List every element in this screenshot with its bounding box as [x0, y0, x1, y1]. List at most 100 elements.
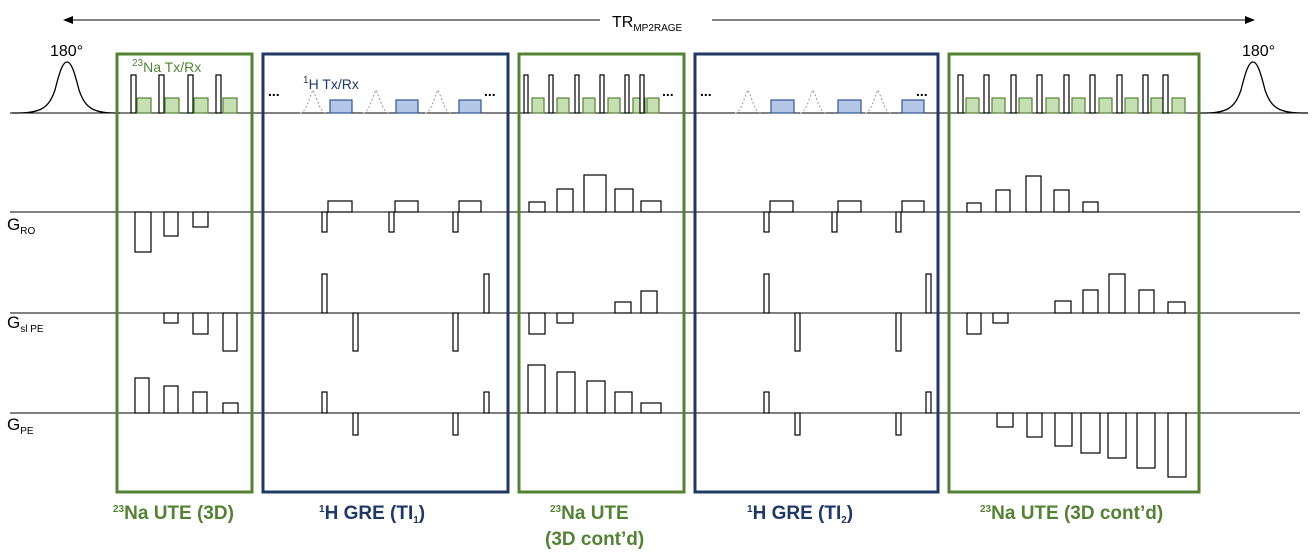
pe-lobe — [483, 391, 490, 414]
ro-lobe — [769, 200, 794, 213]
pe-lobe — [192, 391, 208, 414]
rf-hard-pulse — [548, 74, 554, 114]
rf-hard-pulse — [624, 74, 630, 114]
rf-hard-pulse — [1010, 74, 1017, 114]
sl-lobe — [352, 312, 359, 352]
pe-lobe — [1167, 412, 1187, 478]
pe-lobe — [352, 412, 359, 436]
ro-gradients — [134, 174, 1099, 253]
pe-lobe — [763, 391, 770, 414]
pe-lobe — [163, 385, 179, 414]
axis-label-pe: GPE — [7, 415, 34, 437]
h-readouts-2 — [770, 99, 925, 114]
pe-lobe — [925, 391, 932, 414]
rf-hard-pulse — [1116, 74, 1123, 114]
sl-lobe — [163, 312, 179, 324]
na-readout — [965, 97, 980, 114]
rf-hard-pulse — [1063, 74, 1070, 114]
sl-lobe — [925, 273, 932, 314]
h-readout — [329, 99, 353, 114]
segment-box-na3 — [947, 52, 1201, 494]
ro-lobe — [837, 200, 862, 213]
na-txrx-label: 23Na Tx/Rx — [132, 58, 201, 75]
na-readout — [607, 97, 621, 114]
ro-lobe — [452, 211, 459, 233]
rf-hard-pulse — [130, 74, 137, 114]
pe-lobe — [1054, 412, 1073, 447]
na-readout — [991, 97, 1006, 114]
sl-lobe — [1054, 300, 1072, 314]
ro-lobe — [995, 189, 1011, 213]
ro-lobe — [1053, 189, 1070, 213]
segment-label-h2: 1H GRE (TI2) — [747, 503, 853, 526]
sl-lobe — [992, 312, 1009, 324]
ro-lobe — [458, 200, 482, 213]
na-readout — [646, 97, 660, 114]
pe-lobe — [640, 402, 662, 414]
ro-lobe — [192, 211, 209, 228]
sl-lobe — [528, 312, 546, 335]
rf-hard-pulse — [187, 74, 194, 114]
ro-lobe — [640, 200, 662, 213]
sl-lobe — [966, 312, 982, 335]
h-readouts-1 — [329, 99, 482, 114]
pe-lobe — [1026, 412, 1043, 438]
h-readout — [901, 99, 925, 114]
sl-lobe — [794, 312, 801, 352]
ghost-pulse — [362, 88, 390, 114]
h-readout — [837, 99, 862, 114]
ro-lobe — [831, 211, 838, 233]
sl-lobe — [895, 312, 902, 352]
na-rf-group-1 — [130, 74, 238, 114]
h-readout — [395, 99, 419, 114]
rf-hard-pulse — [215, 74, 222, 114]
rf-hard-pulse — [599, 74, 605, 114]
na-readout — [1045, 97, 1060, 114]
ro-lobe — [583, 174, 607, 213]
rf-hard-pulse — [639, 74, 645, 114]
pe-lobe — [1107, 412, 1127, 459]
axis-label-sl: Gsl PE — [7, 313, 44, 335]
pe-lobe — [452, 412, 459, 436]
inversion-label-right: 180° — [1242, 43, 1275, 60]
sl-lobe — [640, 290, 658, 314]
segment-box-na2 — [517, 52, 686, 494]
na-readout — [1071, 97, 1086, 114]
pe-lobe — [586, 380, 606, 414]
pe-gradients — [134, 364, 1187, 478]
ro-lobe — [1025, 175, 1042, 213]
pe-lobe — [794, 412, 801, 436]
ro-lobe — [901, 200, 925, 213]
sl-lobe — [614, 301, 632, 314]
na-readout — [164, 97, 180, 114]
na-readout — [1018, 97, 1033, 114]
sl-lobe — [483, 273, 490, 314]
sl-lobe — [452, 312, 459, 352]
inversion-pulse-left — [11, 61, 121, 114]
pe-lobe — [527, 364, 546, 414]
inversion-pulse-right — [1199, 61, 1309, 114]
rf-hard-pulse — [523, 74, 529, 114]
sl-lobe — [763, 273, 770, 314]
segment-label-na2: 23Na UTE — [550, 503, 629, 524]
ro-lobe — [528, 201, 546, 213]
rf-hard-pulse — [158, 74, 165, 114]
segment-label-na1: 23Na UTE (3D) — [113, 503, 234, 524]
ellipsis-5: ... — [916, 83, 928, 99]
na-readout — [1098, 97, 1113, 114]
na-readout — [1150, 97, 1165, 114]
ro-lobe — [163, 211, 179, 237]
ro-lobe — [321, 211, 328, 233]
h-readout — [770, 99, 795, 114]
na-readout — [531, 97, 545, 114]
rf-hard-pulse — [957, 74, 964, 114]
ellipsis-4: ... — [700, 83, 712, 99]
ro-lobe — [134, 211, 152, 253]
ro-lobe — [895, 211, 902, 233]
segment-label-na2-line2: (3D cont’d) — [545, 529, 644, 550]
na-readout — [193, 97, 209, 114]
ro-lobe — [966, 202, 982, 213]
ro-lobe — [556, 188, 574, 213]
na-readout — [136, 97, 152, 114]
